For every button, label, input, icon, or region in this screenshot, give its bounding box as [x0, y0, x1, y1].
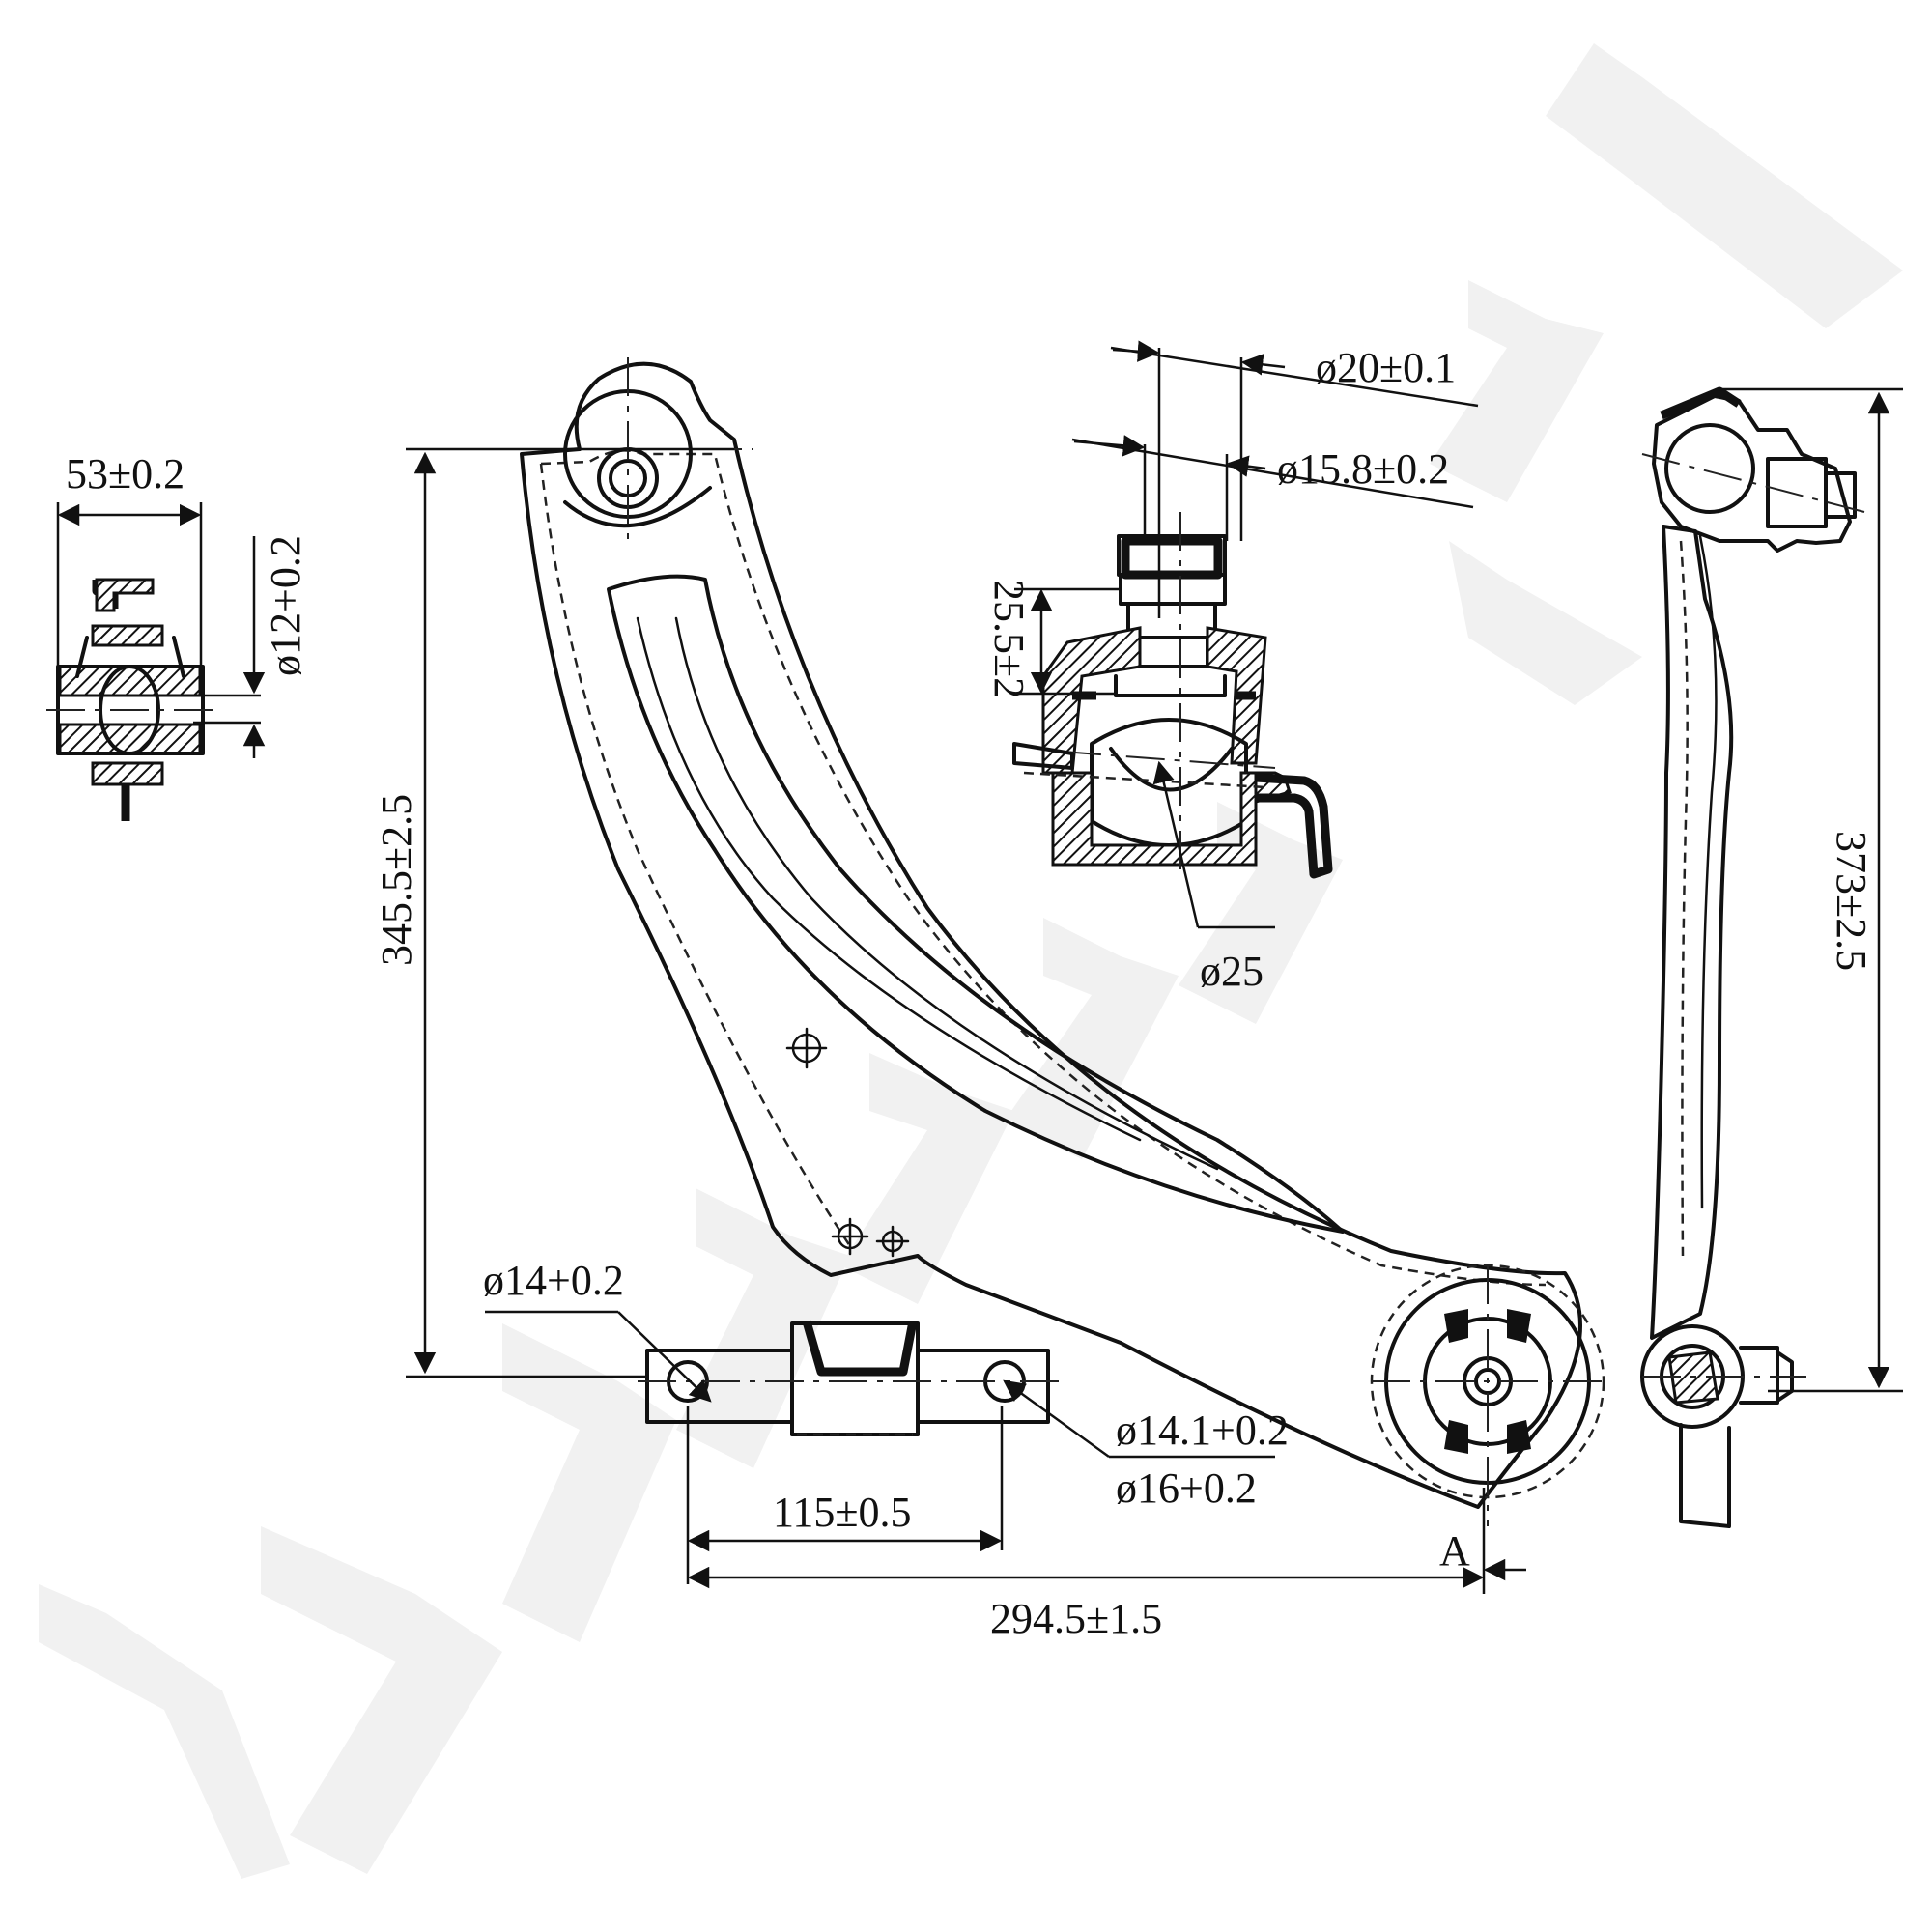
hole-spacing-dimension: 115±0.5 — [773, 1489, 912, 1536]
bushing-bore-dimension: ø12+0.2 — [262, 535, 309, 676]
datum-label: A — [1439, 1527, 1470, 1575]
bushing-width-dimension: 53±0.2 — [66, 450, 185, 497]
ball-joint-section-view — [1012, 340, 1479, 929]
ball-joint-inner-dimension: ø15.8±0.2 — [1277, 445, 1449, 493]
ball-diameter-dimension: ø25 — [1200, 948, 1264, 995]
right-hole-dimension-a: ø14.1+0.2 — [1116, 1406, 1289, 1454]
arm-height-dimension: 345.5±2.5 — [373, 794, 420, 966]
right-hole-dimension-b: ø16+0.2 — [1116, 1464, 1257, 1512]
left-hole-dimension: ø14+0.2 — [483, 1257, 624, 1304]
bushing-section-view — [46, 502, 266, 821]
watermark-logo — [39, 43, 1903, 1879]
ball-joint-height-dimension: 25.5±2 — [985, 580, 1033, 698]
control-arm-side-view — [1640, 386, 1865, 1528]
control-arm-front-view — [512, 357, 1605, 1526]
ball-joint-outer-dimension: ø20±0.1 — [1316, 344, 1456, 391]
side-height-dimension: 373±2.5 — [1828, 831, 1875, 971]
overall-length-dimension: 294.5±1.5 — [990, 1595, 1162, 1642]
